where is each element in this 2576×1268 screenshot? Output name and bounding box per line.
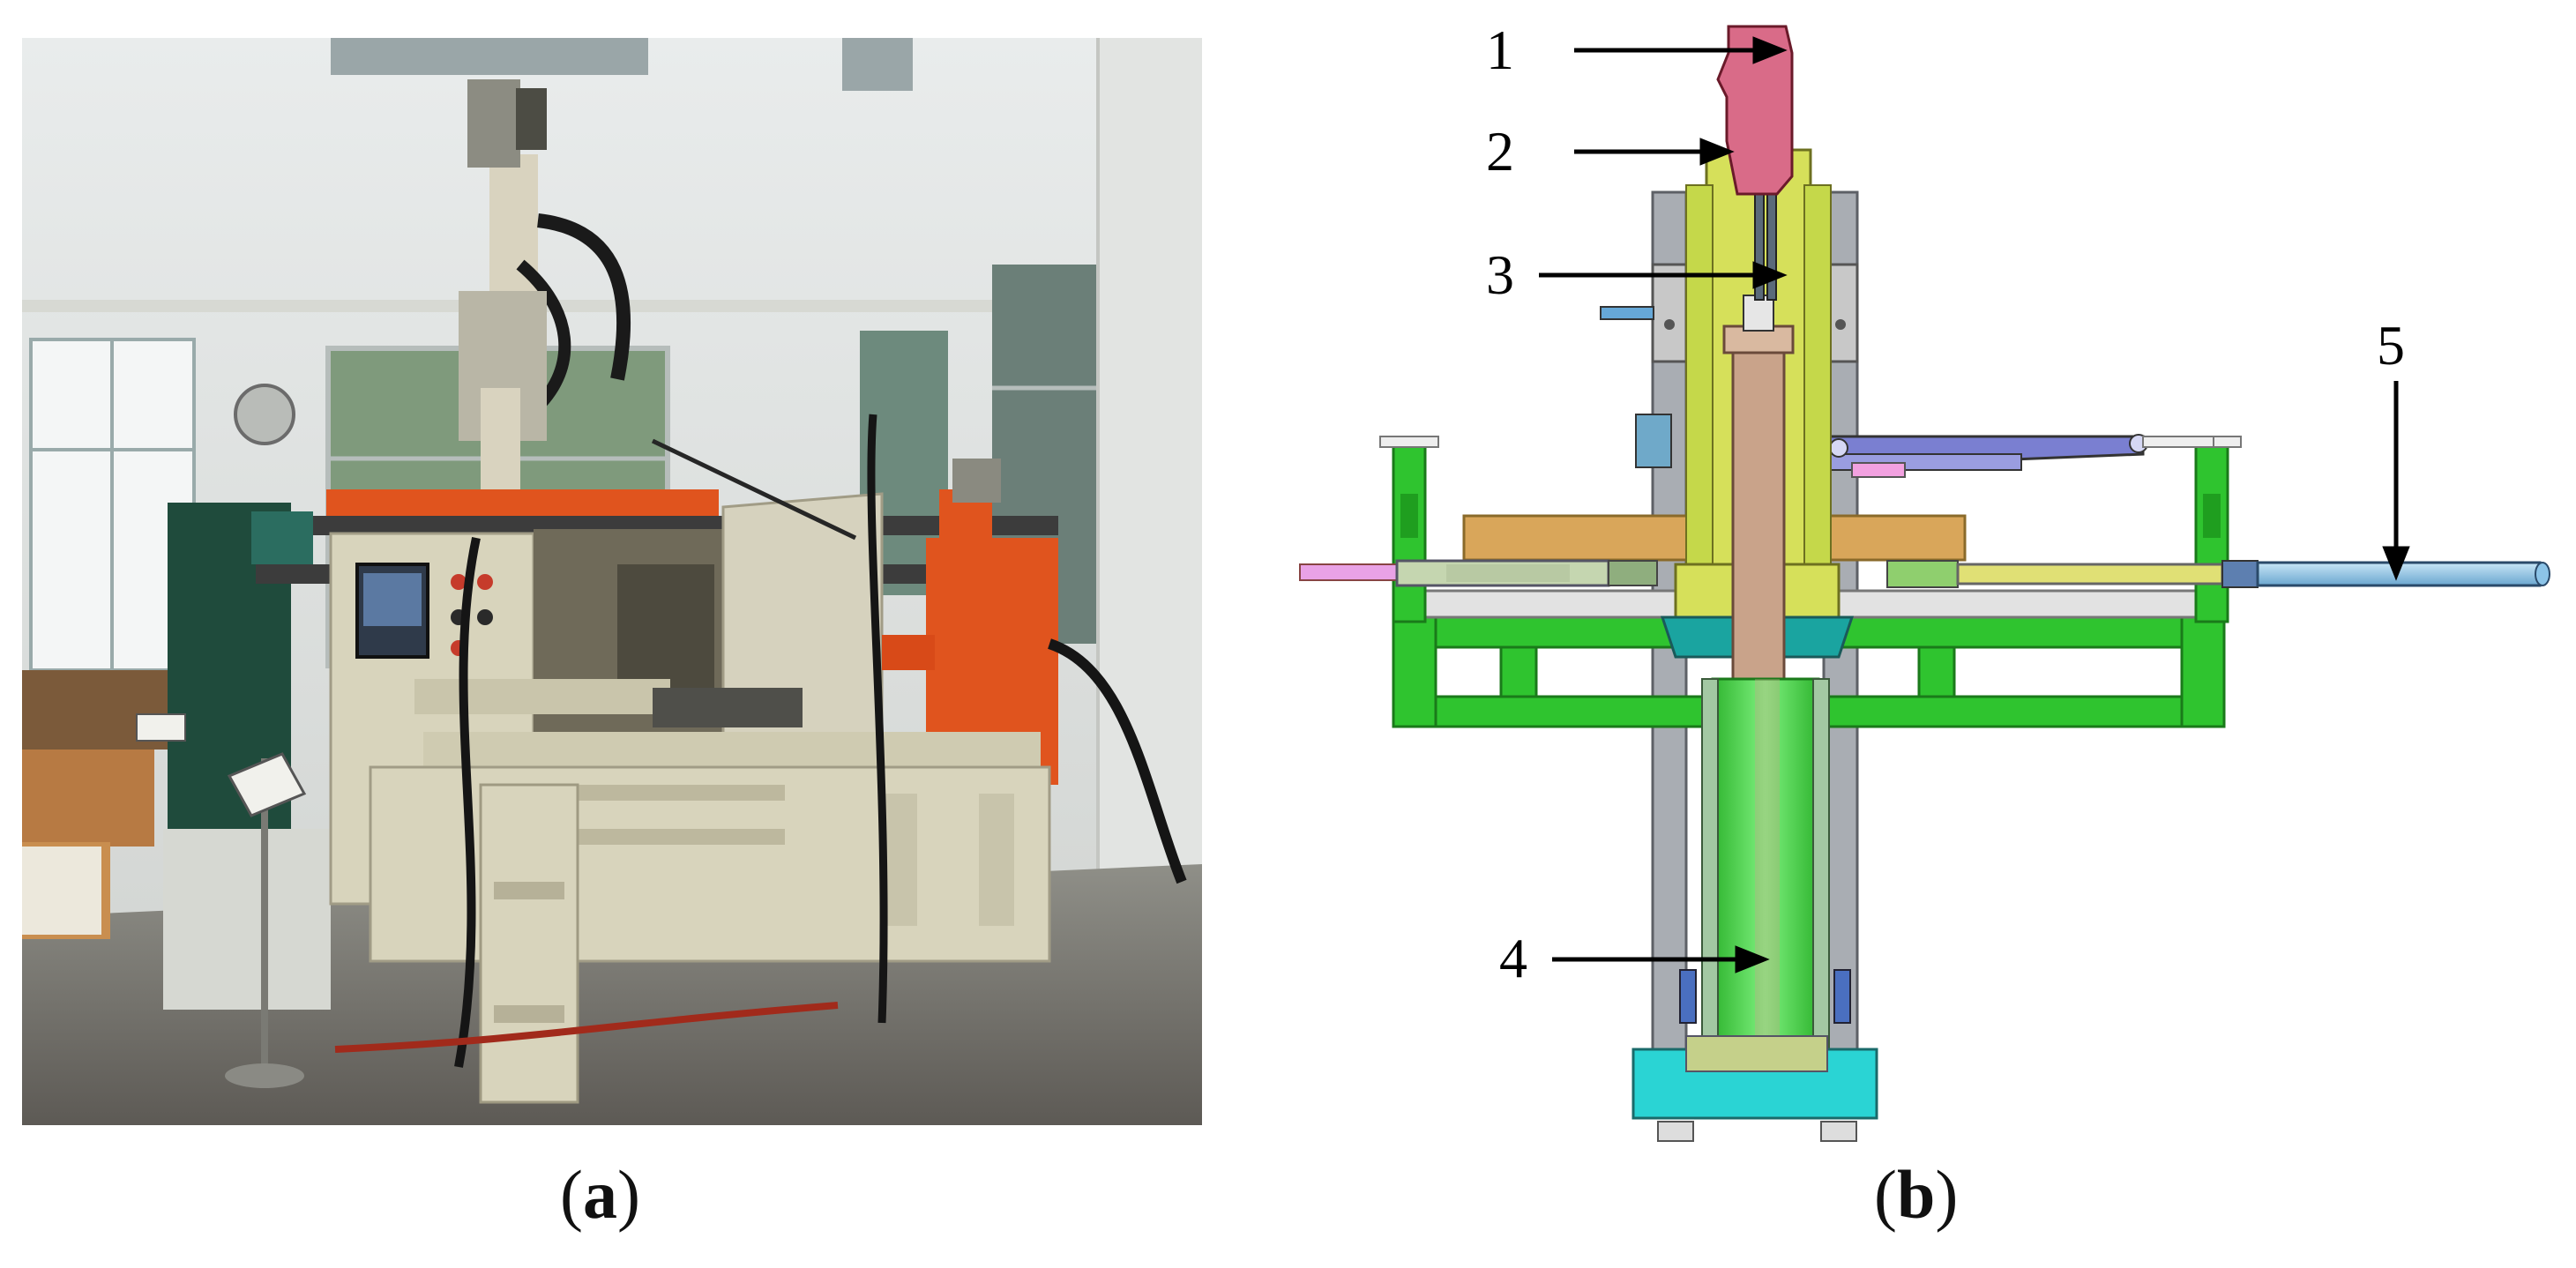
caption-a-letter: a [582, 1156, 617, 1233]
callout-arrows [1539, 36, 2410, 973]
carton [22, 847, 101, 935]
control-button [477, 574, 493, 590]
upper-window [842, 38, 913, 91]
upper-window [331, 38, 648, 75]
motor [952, 459, 1001, 503]
pedestal [479, 783, 579, 1104]
side-block [251, 511, 313, 564]
base-foot [1657, 1121, 1694, 1142]
base-foot [1820, 1121, 1857, 1142]
rod [651, 438, 857, 541]
caption-b-letter: b [1896, 1156, 1936, 1233]
cabinet [163, 829, 331, 1010]
hose [537, 213, 631, 381]
drawing-panel-b [1299, 25, 2550, 1142]
nut-block [1651, 263, 1688, 363]
overhead-valves [467, 79, 520, 168]
sign-card [227, 752, 307, 817]
arrow-5-head [2382, 546, 2410, 581]
arrow-4-head [1735, 945, 1770, 973]
side-post [2194, 444, 2229, 623]
wall-band [22, 300, 1202, 312]
pink-top-piece [1716, 25, 1794, 196]
left-rod-end [1299, 563, 1398, 581]
carriage [414, 679, 670, 714]
side-pad [1462, 514, 1693, 562]
side-pad [1817, 514, 1967, 562]
cable [1047, 638, 1187, 884]
photo-panel-a [22, 38, 1202, 1125]
right-cylinder [1956, 563, 2224, 586]
caption-a: (a) [560, 1156, 640, 1233]
arrow-2-head [1699, 138, 1735, 166]
arrow-3-head [1752, 261, 1788, 289]
caption-b: (b) [1874, 1156, 1959, 1233]
orange-platen [326, 489, 719, 520]
control-button [451, 574, 467, 590]
callout-label-2: 2 [1486, 120, 1514, 183]
cable [454, 536, 481, 1068]
callout-label-1: 1 [1486, 19, 1514, 81]
cable [334, 1002, 839, 1053]
crate [22, 750, 154, 847]
arrow-1-head [1752, 36, 1788, 64]
small-bracket [1600, 306, 1654, 320]
callout-label-4: 4 [1499, 927, 1527, 989]
wall-fan [234, 384, 295, 445]
callout-label-3: 3 [1486, 243, 1514, 306]
cable [867, 414, 888, 1024]
callout-label-5: 5 [2377, 314, 2405, 377]
control-button [477, 609, 493, 625]
small-block [1635, 414, 1672, 468]
